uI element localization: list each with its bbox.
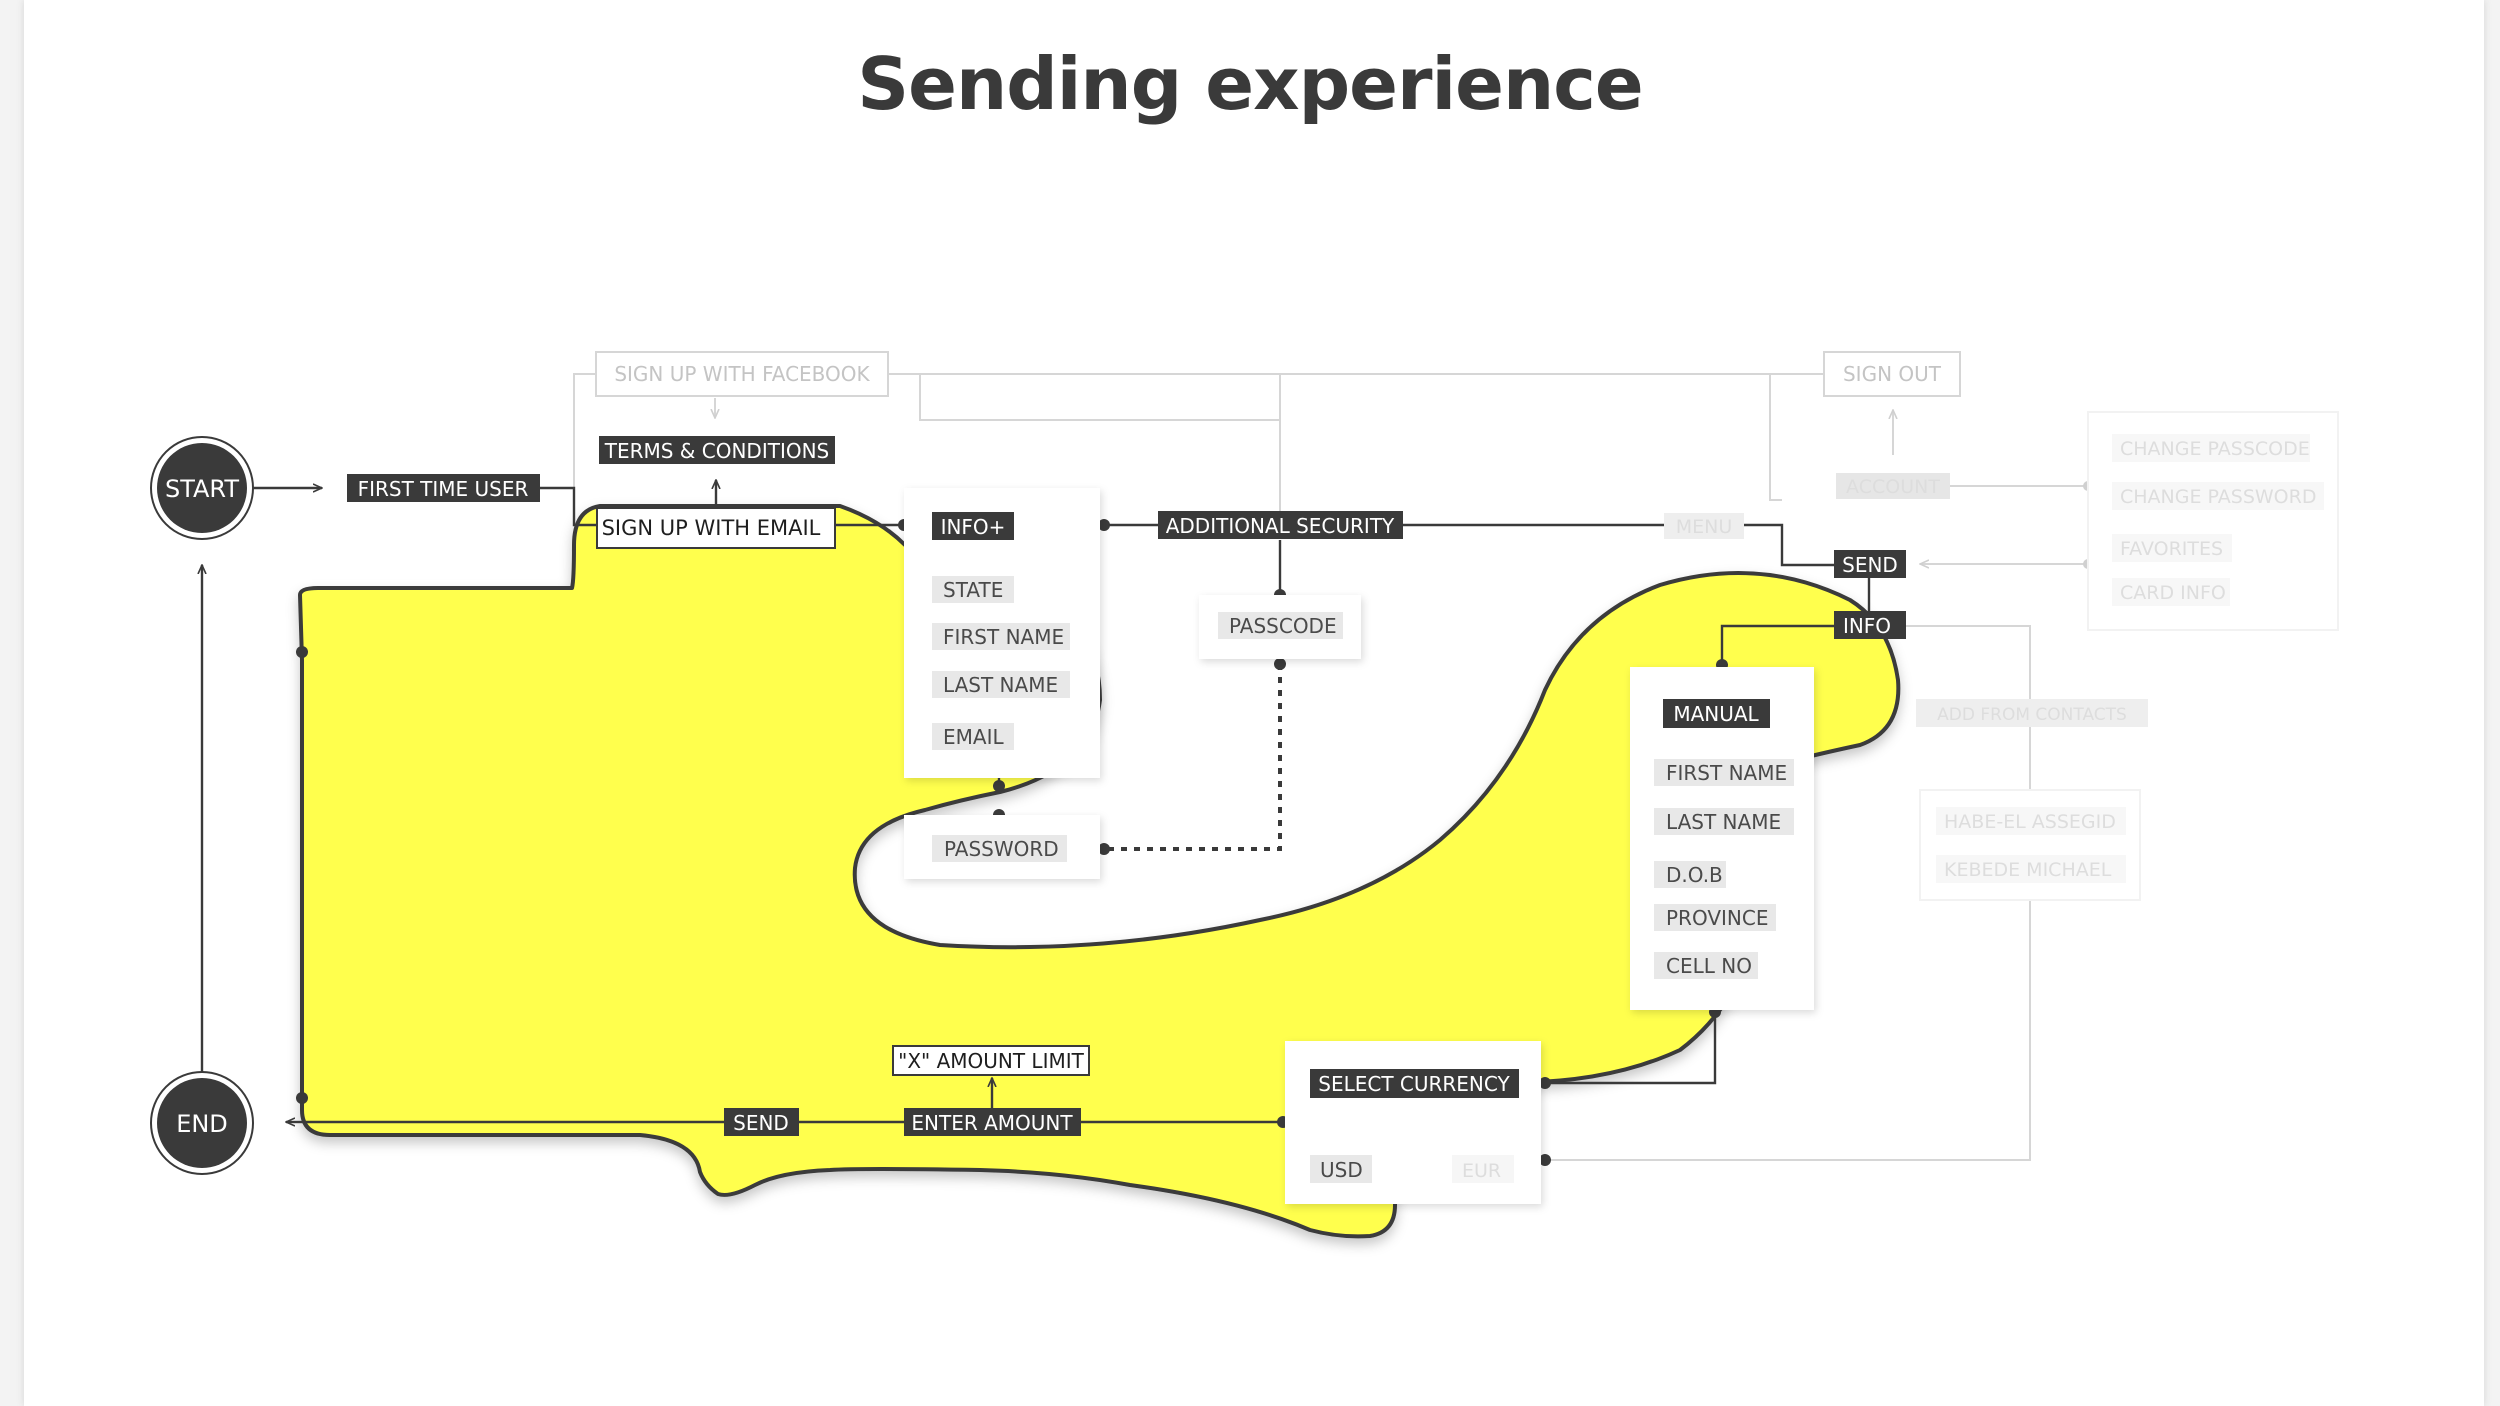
- send-bottom-tag[interactable]: SEND: [724, 1108, 799, 1136]
- account-label: ACCOUNT: [1846, 476, 1940, 498]
- manual-tag[interactable]: MANUAL: [1663, 699, 1770, 728]
- option-change-password: CHANGE PASSWORD: [2120, 486, 2316, 508]
- manual-field-first-name: FIRST NAME: [1666, 761, 1787, 785]
- start-node[interactable]: START: [150, 436, 254, 540]
- field-state: STATE: [943, 578, 1003, 602]
- menu-label: MENU: [1676, 516, 1733, 538]
- contacts-card: [1919, 789, 2141, 901]
- sign-up-email-label: SIGN UP WITH EMAIL: [602, 516, 821, 540]
- currency-usd-label: USD: [1320, 1158, 1363, 1182]
- enter-amount-label: ENTER AMOUNT: [911, 1111, 1073, 1135]
- field-first-name: FIRST NAME: [943, 625, 1064, 649]
- sign-out-button[interactable]: SIGN OUT: [1823, 351, 1961, 397]
- select-currency-tag[interactable]: SELECT CURRENCY: [1310, 1069, 1519, 1098]
- info-tag[interactable]: INFO: [1834, 611, 1906, 639]
- amount-limit-tag[interactable]: "X" AMOUNT LIMIT: [892, 1045, 1090, 1076]
- select-currency-label: SELECT CURRENCY: [1318, 1072, 1510, 1096]
- add-from-contacts-label: ADD FROM CONTACTS: [1937, 705, 2127, 725]
- contacts-list: HABE-EL ASSEGID KEBEDE MICHAEL: [1936, 807, 2126, 883]
- manual-field-last-name: LAST NAME: [1666, 810, 1781, 834]
- contact-item: HABE-EL ASSEGID: [1944, 811, 2116, 833]
- currency-usd-option[interactable]: [1310, 1155, 1372, 1183]
- info-plus-label: INFO+: [941, 515, 1006, 539]
- info-plus-fields: STATE FIRST NAME LAST NAME EMAIL: [932, 576, 1070, 750]
- first-time-user-tag[interactable]: FIRST TIME USER: [347, 474, 540, 502]
- first-time-user-label: FIRST TIME USER: [358, 477, 529, 501]
- contact-item: KEBEDE MICHAEL: [1944, 859, 2112, 881]
- manual-field-dob: D.O.B: [1666, 863, 1723, 887]
- account-tag[interactable]: ACCOUNT: [1836, 473, 1950, 499]
- enter-amount-tag[interactable]: ENTER AMOUNT: [904, 1108, 1081, 1136]
- sign-up-facebook-button[interactable]: SIGN UP WITH FACEBOOK: [595, 351, 889, 397]
- currency-eur-label: EUR: [1462, 1160, 1501, 1182]
- info-label: INFO: [1843, 614, 1891, 638]
- field-last-name: LAST NAME: [943, 673, 1058, 697]
- option-change-passcode: CHANGE PASSCODE: [2120, 438, 2310, 460]
- sign-up-email-button[interactable]: SIGN UP WITH EMAIL: [596, 507, 836, 549]
- manual-fields: FIRST NAME LAST NAME D.O.B PROVINCE CELL…: [1654, 759, 1794, 979]
- send-bottom-label: SEND: [733, 1111, 789, 1135]
- info-plus-tag[interactable]: INFO+: [932, 512, 1014, 540]
- end-node[interactable]: END: [150, 1071, 254, 1175]
- additional-security-tag[interactable]: ADDITIONAL SECURITY: [1158, 511, 1403, 539]
- page-title: Sending experience: [857, 42, 1643, 126]
- password-label: PASSWORD: [944, 837, 1059, 861]
- sign-up-facebook-label: SIGN UP WITH FACEBOOK: [614, 362, 870, 386]
- account-options: CHANGE PASSCODE CHANGE PASSWORD FAVORITE…: [2112, 434, 2324, 606]
- end-label: END: [176, 1110, 228, 1138]
- field-email: EMAIL: [943, 725, 1004, 749]
- passcode-label: PASSCODE: [1229, 614, 1337, 638]
- menu-tag[interactable]: MENU: [1664, 513, 1744, 539]
- sign-out-label: SIGN OUT: [1843, 362, 1942, 386]
- terms-conditions-tag[interactable]: TERMS & CONDITIONS: [599, 436, 835, 464]
- send-top-tag[interactable]: SEND: [1834, 550, 1906, 578]
- currency-eur-option[interactable]: [1452, 1155, 1514, 1183]
- passcode-field[interactable]: [1218, 612, 1343, 639]
- terms-conditions-label: TERMS & CONDITIONS: [604, 439, 830, 463]
- manual-field-cell-no: CELL NO: [1666, 954, 1752, 978]
- additional-security-label: ADDITIONAL SECURITY: [1166, 514, 1395, 538]
- password-field[interactable]: [932, 835, 1067, 862]
- manual-label: MANUAL: [1673, 702, 1759, 726]
- passcode-password-dotted-link: [1104, 664, 1282, 851]
- manual-field-province: PROVINCE: [1666, 906, 1769, 930]
- start-label: START: [165, 475, 239, 503]
- send-top-label: SEND: [1842, 553, 1898, 577]
- amount-limit-label: "X" AMOUNT LIMIT: [898, 1049, 1085, 1073]
- add-from-contacts-tag[interactable]: ADD FROM CONTACTS: [1916, 699, 2148, 727]
- option-favorites: FAVORITES: [2120, 538, 2223, 560]
- option-card-info: CARD INFO: [2120, 582, 2226, 604]
